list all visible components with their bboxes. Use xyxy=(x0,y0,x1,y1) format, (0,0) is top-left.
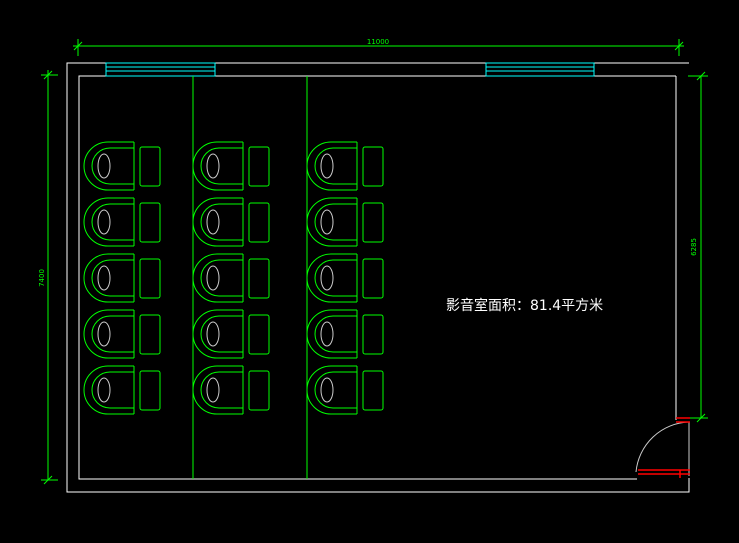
top-dimension-label: 11000 xyxy=(367,38,389,46)
armchair-arm xyxy=(314,147,357,185)
armchair-cushion xyxy=(206,321,220,347)
armchair xyxy=(83,309,161,359)
armchair-arm xyxy=(314,203,357,241)
armchair-arm xyxy=(91,259,134,297)
armchair-outer-shell xyxy=(83,365,134,415)
armchair-arm xyxy=(91,147,134,185)
armchair-cushion xyxy=(97,377,111,403)
armchair-arm xyxy=(314,315,357,353)
side-table xyxy=(248,314,270,355)
armchair-cushion xyxy=(206,153,220,179)
armchair-outer-shell xyxy=(83,197,134,247)
room-area-label: 影音室面积：81.4平方米 xyxy=(446,297,603,314)
armchair xyxy=(192,253,270,303)
armchair-cushion xyxy=(320,321,334,347)
armchair-outer-shell xyxy=(306,253,357,303)
armchair xyxy=(306,197,384,247)
side-table xyxy=(248,370,270,411)
armchair-outer-shell xyxy=(306,309,357,359)
right-dimension-label: 6285 xyxy=(690,238,698,256)
window-left xyxy=(105,62,216,77)
door xyxy=(635,417,690,478)
armchair xyxy=(306,365,384,415)
armchair-cushion xyxy=(320,377,334,403)
armchair-arm xyxy=(200,259,243,297)
armchair-arm xyxy=(91,315,134,353)
armchair-outer-shell xyxy=(192,253,243,303)
armchair-outer-shell xyxy=(306,365,357,415)
armchair xyxy=(306,309,384,359)
armchair-outer-shell xyxy=(192,141,243,191)
armchair-outer-shell xyxy=(306,197,357,247)
armchair-cushion xyxy=(206,377,220,403)
armchair-outer-shell xyxy=(83,309,134,359)
left-dimension-label: 7400 xyxy=(38,269,46,287)
armchair-cushion xyxy=(206,265,220,291)
armchair-arm xyxy=(314,259,357,297)
armchair-outer-shell xyxy=(192,197,243,247)
armchair-arm xyxy=(200,203,243,241)
top-dimension xyxy=(73,39,684,56)
armchair-outer-shell xyxy=(192,309,243,359)
armchair-arm xyxy=(200,147,243,185)
armchair-cushion xyxy=(97,265,111,291)
side-table xyxy=(362,258,384,299)
armchair-arm xyxy=(91,371,134,409)
armchair-cushion xyxy=(320,265,334,291)
armchair xyxy=(306,141,384,191)
armchair-cushion xyxy=(320,153,334,179)
room-walls xyxy=(66,62,690,493)
armchair-outer-shell xyxy=(192,365,243,415)
armchair xyxy=(83,253,161,303)
armchair-outer-shell xyxy=(83,141,134,191)
armchair-arm xyxy=(91,203,134,241)
side-table xyxy=(248,202,270,243)
seating-area xyxy=(83,141,384,415)
side-table xyxy=(362,202,384,243)
armchair xyxy=(192,365,270,415)
left-dimension xyxy=(41,70,58,485)
armchair-arm xyxy=(200,371,243,409)
armchair-cushion xyxy=(320,209,334,235)
door-swing-arc xyxy=(635,421,690,473)
armchair xyxy=(83,197,161,247)
armchair-arm xyxy=(200,315,243,353)
right-dimension xyxy=(688,71,708,423)
armchair xyxy=(192,197,270,247)
armchair-outer-shell xyxy=(306,141,357,191)
side-table xyxy=(139,146,161,187)
side-table xyxy=(362,314,384,355)
armchair xyxy=(306,253,384,303)
side-table xyxy=(362,146,384,187)
armchair-arm xyxy=(314,371,357,409)
armchair xyxy=(83,141,161,191)
side-table xyxy=(139,202,161,243)
side-table xyxy=(139,258,161,299)
armchair-cushion xyxy=(97,153,111,179)
side-table xyxy=(362,370,384,411)
side-table xyxy=(139,314,161,355)
armchair-outer-shell xyxy=(83,253,134,303)
armchair-cushion xyxy=(97,321,111,347)
armchair xyxy=(83,365,161,415)
armchair-cushion xyxy=(97,209,111,235)
armchair-cushion xyxy=(206,209,220,235)
armchair xyxy=(192,141,270,191)
door-frame xyxy=(638,417,690,478)
armchair xyxy=(192,309,270,359)
side-table xyxy=(139,370,161,411)
window-right xyxy=(485,62,595,77)
side-table xyxy=(248,146,270,187)
side-table xyxy=(248,258,270,299)
